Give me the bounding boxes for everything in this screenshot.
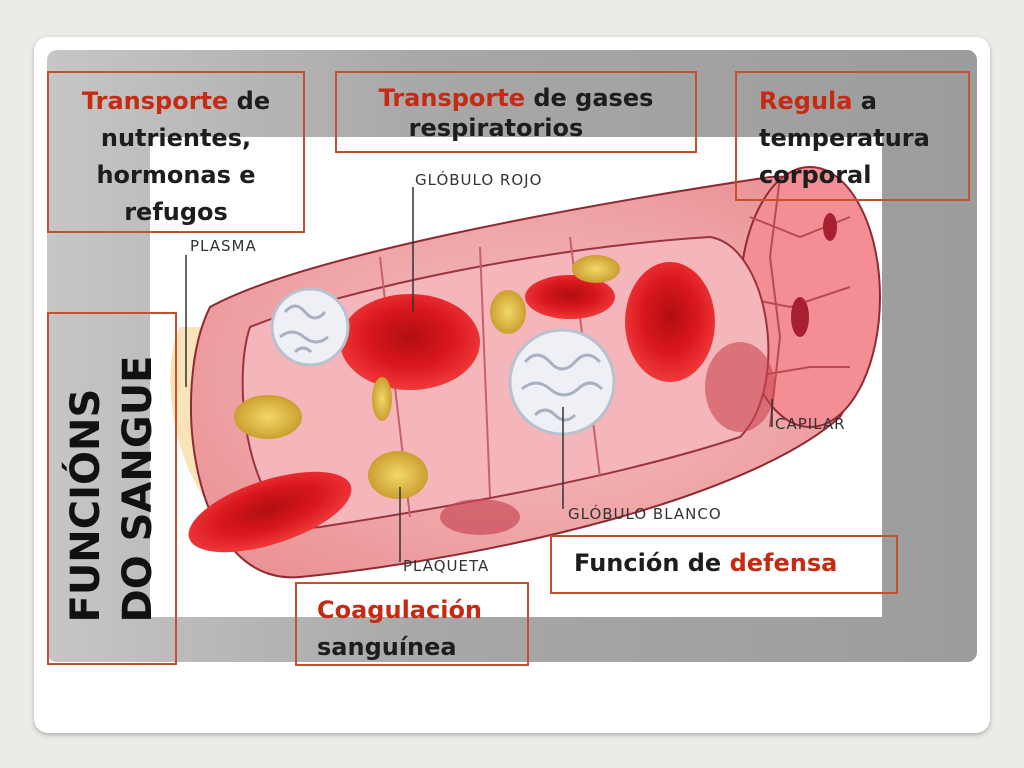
- nutrient-transport-highlight: Transporte: [81, 87, 229, 115]
- temperature-highlight: Regula: [759, 87, 853, 115]
- temperature-line3: corporal: [759, 161, 872, 189]
- capillary-label: CAPILAR: [775, 415, 846, 433]
- coagulation-highlight: Coagulación: [317, 596, 483, 624]
- platelet: [490, 290, 526, 334]
- red-cell-label: GLÓBULO ROJO: [415, 171, 543, 189]
- platelet: [368, 451, 428, 499]
- capillary-drawing: [170, 166, 881, 579]
- red-blood-cell: [625, 262, 715, 382]
- red-blood-cell: [188, 471, 352, 553]
- defense-box: Función de defensa: [550, 535, 898, 594]
- nutrient-transport-text: de: [228, 87, 271, 115]
- defense-text: Función de: [574, 549, 730, 577]
- gas-transport-text: de gases: [525, 84, 654, 112]
- nutrient-transport-line4: refugos: [124, 198, 228, 226]
- gas-transport-line2: respiratorios: [408, 114, 584, 142]
- temperature-text: a: [852, 87, 878, 115]
- temperature-box: Regula a temperatura corporal: [735, 71, 970, 201]
- defense-highlight: defensa: [729, 549, 838, 577]
- plasma-label: PLASMA: [190, 237, 257, 255]
- title-line1: FUNCIÓNS: [63, 388, 109, 623]
- nutrient-transport-box: Transporte de nutrientes, hormonas e ref…: [47, 71, 305, 233]
- gas-transport-highlight: Transporte: [378, 84, 525, 112]
- platelet: [372, 377, 392, 421]
- platelet-label: PLAQUETA: [403, 557, 490, 575]
- title-box: FUNCIÓNS DO SANGUE: [47, 312, 177, 665]
- endothelial-nucleus: [791, 297, 809, 337]
- temperature-line2: temperatura: [759, 124, 930, 152]
- nutrient-transport-line2: nutrientes,: [100, 124, 252, 152]
- slide-title: FUNCIÓNS DO SANGUE: [60, 355, 164, 622]
- white-cell-label: GLÓBULO BLANCO: [568, 505, 722, 523]
- nutrient-transport-line3: hormonas e: [96, 161, 256, 189]
- white-blood-cell: [270, 287, 350, 367]
- title-line2: DO SANGUE: [115, 354, 161, 623]
- red-blood-cell: [340, 294, 480, 390]
- platelet: [572, 255, 620, 283]
- red-blood-cell: [525, 275, 615, 319]
- gas-transport-box: Transporte de gases respiratorios: [335, 71, 697, 153]
- blood-vessel-illustration: GLÓBULO ROJO PLASMA CAPILAR GLÓBULO BLAN…: [150, 137, 882, 617]
- coagulation-line2: sanguínea: [317, 633, 457, 661]
- coagulation-box: Coagulación sanguínea: [295, 582, 529, 666]
- platelet: [234, 395, 302, 439]
